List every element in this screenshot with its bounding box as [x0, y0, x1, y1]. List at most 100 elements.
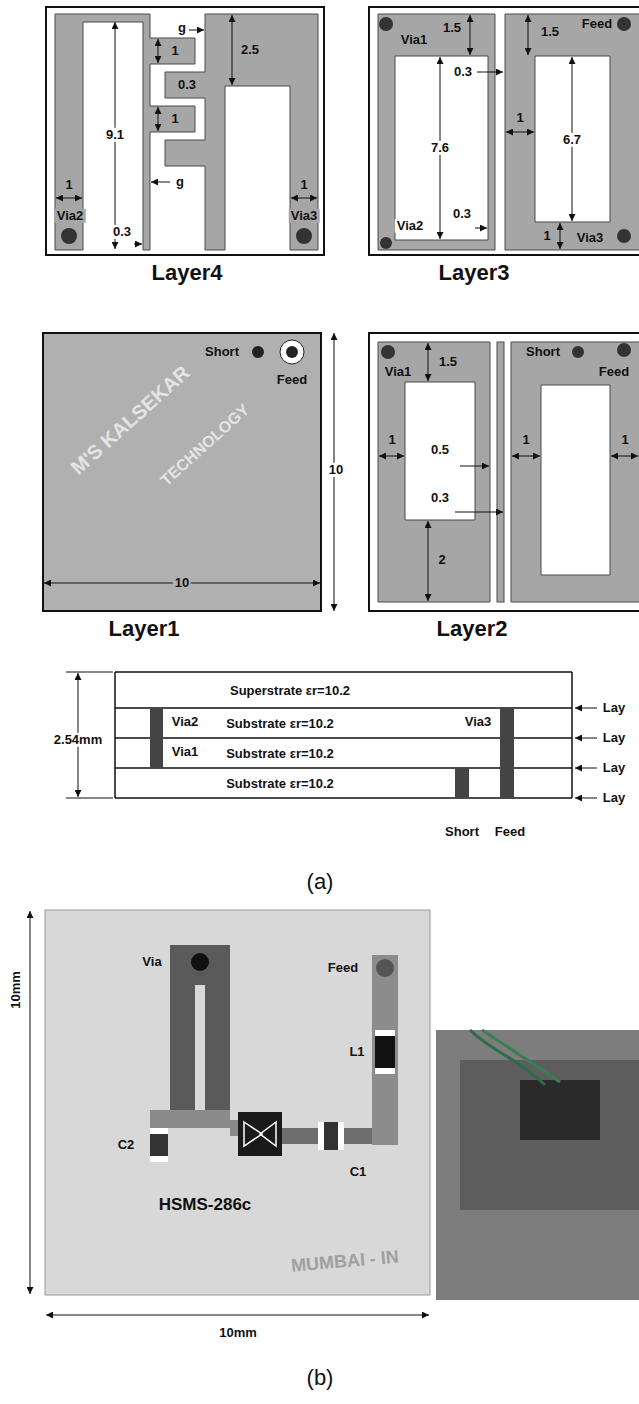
dimension-arrow [470, 15, 471, 55]
dimension-label: 0.3 [451, 207, 473, 221]
photo-board [460, 1060, 639, 1210]
dimension-arrow [134, 244, 142, 245]
dimension-arrow [158, 107, 159, 131]
via-label: Via3 [575, 231, 606, 245]
dimension-label: 0.5 [429, 443, 451, 457]
dimension-label: 10mm [217, 1326, 259, 1340]
feed-label: Feed [493, 825, 527, 839]
dimension-label: 1 [386, 433, 397, 447]
feed-hole [286, 346, 298, 358]
dimension-label: 1 [619, 433, 630, 447]
copper-trace [55, 14, 195, 250]
via-label: Via2 [170, 715, 201, 729]
dimension-label: 1.5 [539, 25, 561, 39]
capacitor-pad [338, 1122, 344, 1150]
dimension-label: 6.7 [561, 133, 583, 147]
dimension-arrow [428, 343, 429, 381]
trace [150, 1110, 230, 1128]
capacitor-pad [150, 1128, 168, 1134]
band-text: Substrate εr=10.2 [224, 746, 336, 761]
substrate-band: Substrate εr=10.2 [205, 769, 355, 797]
via-label: Via1 [399, 33, 430, 47]
component-label: C1 [348, 1165, 369, 1179]
dimension-arrow [528, 15, 529, 55]
dimension-arrow [611, 456, 638, 457]
via-label: Via3 [289, 209, 320, 223]
ground-plane [42, 332, 322, 612]
dimension-arrow [151, 182, 170, 183]
short-label: Short [524, 345, 562, 359]
stack-edge [571, 672, 573, 798]
layer-heading: Layer2 [370, 616, 574, 642]
dimension-arrow [30, 911, 31, 1294]
dimension-arrow [428, 521, 429, 601]
copper-trace [378, 342, 490, 602]
band-text: Substrate εr=10.2 [224, 716, 336, 731]
band-text: Superstrate εr=10.2 [228, 683, 352, 698]
layer-panel: Layer4 [45, 6, 325, 256]
layer3-art [378, 14, 639, 250]
dimension-label: 1.5 [437, 355, 459, 369]
photo-wire [482, 1030, 560, 1082]
board [45, 910, 430, 1295]
photo-circuit [520, 1080, 600, 1140]
dimension-label: 1 [520, 433, 531, 447]
extension-line [66, 798, 113, 799]
layer-heading: Layer1 [44, 616, 244, 642]
feed-bar [500, 768, 514, 798]
dimension-label: 1 [169, 112, 180, 126]
dimension-label: 1 [514, 111, 525, 125]
watermark: MUMBAI - IN [288, 1247, 401, 1276]
dimension-arrow [56, 198, 82, 199]
via-hole [380, 237, 392, 249]
layer2-art [378, 342, 639, 602]
capacitor-c2 [150, 1128, 168, 1162]
via-label: Via [140, 955, 163, 969]
via-hole [296, 228, 312, 244]
copper-trace [378, 14, 495, 250]
component-label: HSMS-286c [157, 1196, 254, 1215]
short-hole [252, 346, 264, 358]
dimension-label: 2 [436, 553, 447, 567]
layer4-art [55, 14, 318, 250]
component-label: L1 [347, 1045, 366, 1059]
layer-pointer-label: Lay [601, 731, 627, 745]
via-label: Via3 [463, 715, 494, 729]
loop-trace [170, 945, 230, 1110]
dimension-label: g [176, 21, 188, 35]
dimension-label: 1 [541, 229, 552, 243]
copper-strip [497, 342, 504, 602]
substrate-band: Substrate εr=10.2 [205, 739, 355, 767]
feed-label: Feed [326, 961, 360, 975]
via-bar [150, 738, 163, 768]
feed-label: Feed [580, 17, 614, 31]
band-text: Substrate εr=10.2 [224, 776, 336, 791]
dimension-arrow [189, 30, 204, 31]
dimension-label: g [174, 175, 186, 189]
substrate-band: Substrate εr=10.2 [205, 709, 355, 737]
trace [230, 1120, 238, 1136]
dimension-arrow [455, 512, 503, 513]
dimension-arrow [232, 15, 233, 85]
feed-hole [617, 17, 631, 31]
layer-pointer [575, 708, 597, 709]
dimension-label: 0.3 [452, 65, 474, 79]
subfigure-tag: (b) [305, 1366, 336, 1390]
dimension-label: 1 [63, 178, 74, 192]
dimension-arrow [512, 456, 540, 457]
capacitor-c1 [318, 1122, 344, 1150]
via-bar [150, 708, 163, 738]
inductor-pad [375, 1030, 395, 1036]
stack-edge [114, 672, 116, 798]
dimension-label: 1 [298, 178, 309, 192]
layer-heading: Layer3 [370, 260, 578, 286]
copper-trace [505, 14, 639, 250]
subfigure-tag: (a) [305, 870, 336, 894]
photo-wire [470, 1030, 545, 1085]
dimension-label: 0.3 [429, 491, 451, 505]
short-bar [455, 768, 469, 798]
dimension-label: 0.3 [111, 225, 133, 239]
